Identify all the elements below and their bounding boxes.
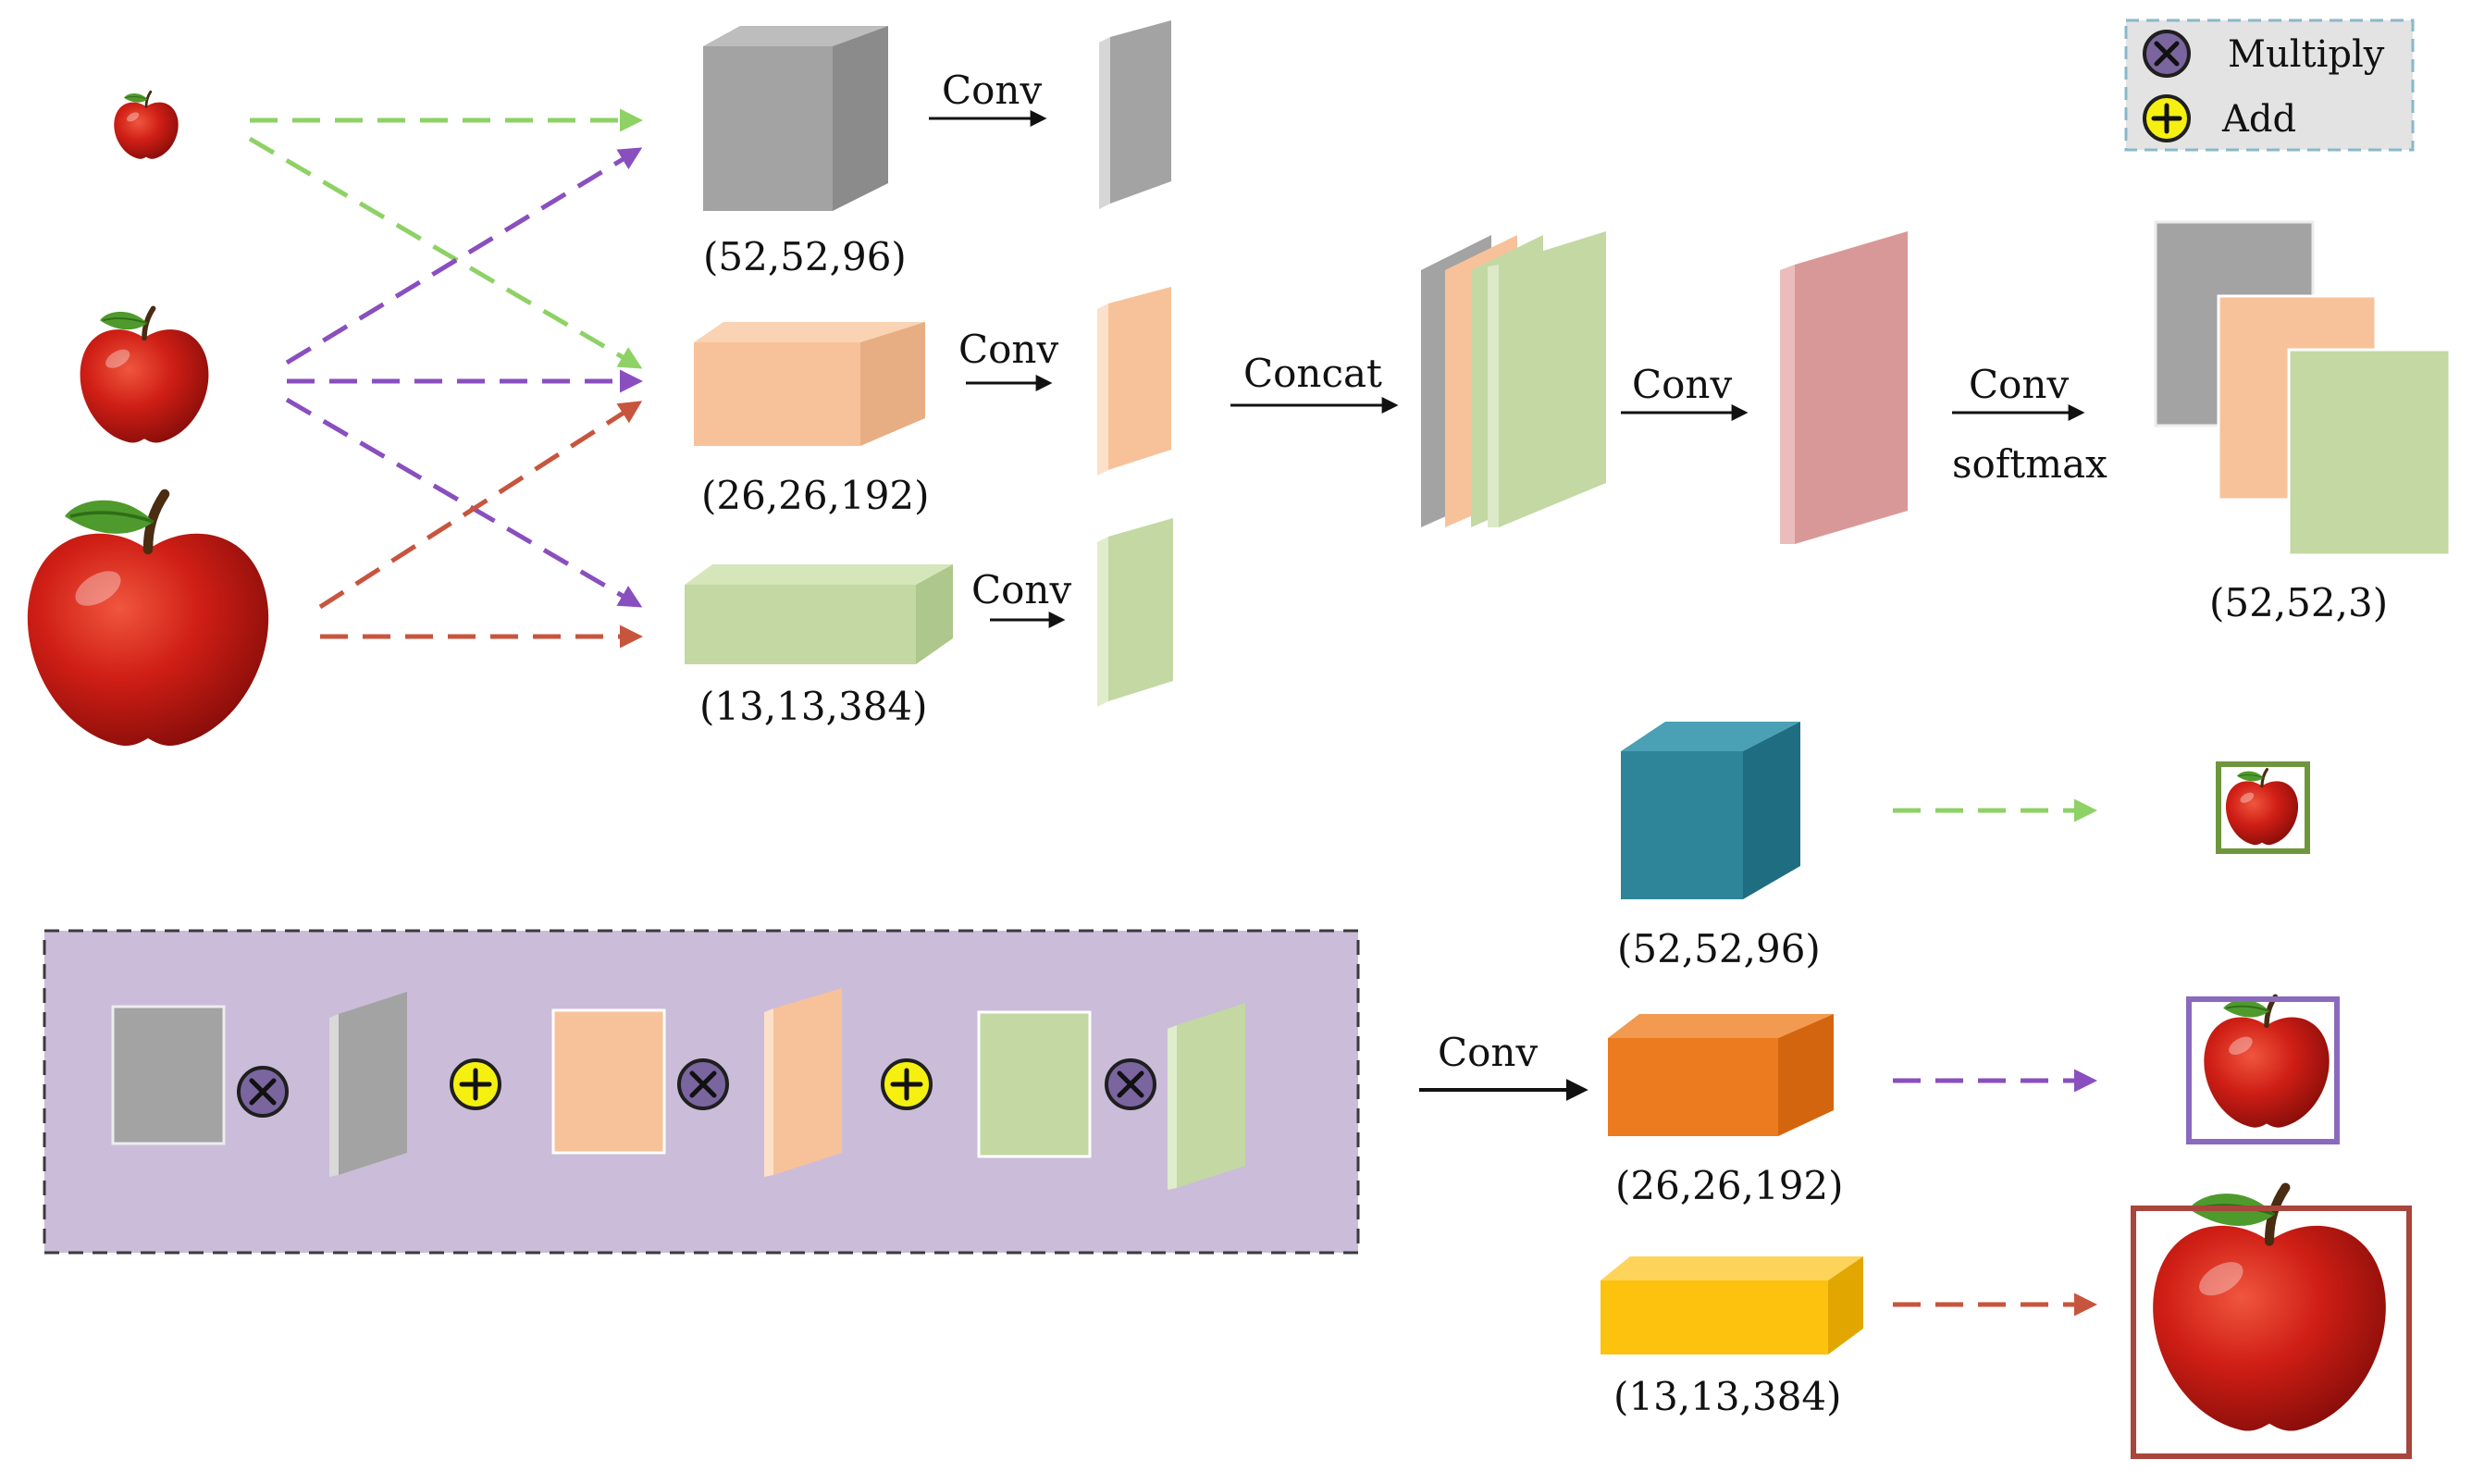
apple-icon-detected-small (2224, 767, 2300, 847)
output-shape-label-3: (13,13,384) (1613, 1374, 1842, 1419)
softmax-label: softmax (1952, 441, 2107, 487)
concat-stack (1421, 231, 1606, 527)
panel-gray-slab (329, 992, 407, 1177)
input-arrows (248, 108, 643, 649)
panel-peach-map (551, 1008, 666, 1155)
output-shape-label-1: (52,52,96) (1617, 926, 1821, 971)
input-shape-label-3: (13,13,384) (699, 684, 928, 729)
detection-large (2131, 1188, 2412, 1459)
concat-label: Concat (1243, 351, 1382, 396)
output-conv-label: Conv (1438, 1030, 1538, 1075)
feature-cube-52 (703, 26, 888, 211)
thin-slab-gray (1099, 20, 1171, 209)
multiply-icon (677, 1058, 729, 1110)
multiply-icon (2143, 30, 2191, 78)
panel-green-map (977, 1010, 1092, 1158)
conv-label-3: Conv (971, 567, 1071, 612)
multiply-icon (237, 1066, 289, 1118)
legend-add-label: Add (2221, 98, 2296, 141)
feature-cube-13 (685, 564, 953, 664)
bounding-box-large (2131, 1206, 2412, 1459)
apple-icon-large (28, 494, 268, 746)
legend-multiply-label: Multiply (2228, 33, 2385, 76)
conv-label-4: Conv (1632, 362, 1732, 407)
apple-icon-small (112, 90, 180, 161)
output-cube-yellow (1601, 1256, 1863, 1354)
panel-gray-map (111, 1005, 226, 1145)
apple-icon-medium (80, 308, 209, 442)
feature-cube-26 (694, 322, 925, 446)
input-shape-label-1: (52,52,96) (703, 234, 907, 279)
weights-shape-label: (52,52,3) (2209, 580, 2388, 625)
conv-label-1: Conv (942, 68, 1042, 113)
thin-slab-peach (1097, 287, 1171, 476)
fusion-panel (43, 929, 1360, 1255)
panel-green-slab (1168, 1003, 1245, 1190)
output-arrows (1893, 798, 2097, 1317)
bounding-box-small (2216, 761, 2310, 854)
multiply-icon (1105, 1058, 1156, 1110)
output-cube-teal (1621, 722, 1800, 899)
detection-small (2216, 761, 2310, 854)
weight-maps (2154, 220, 2452, 557)
output-shape-label-2: (26,26,192) (1615, 1163, 1844, 1208)
conv-label-5: Conv (1969, 362, 2069, 407)
apple-icon-detected-medium (2204, 996, 2329, 1127)
output-cube-orange (1608, 1014, 1834, 1136)
thin-slab-green (1097, 518, 1173, 707)
add-icon (2143, 94, 2191, 142)
detection-medium (2186, 996, 2340, 1144)
legend: Multiply Add (2124, 19, 2415, 152)
bounding-box-medium (2186, 996, 2340, 1144)
panel-peach-slab (764, 988, 842, 1177)
apple-icon-detected-large (2153, 1188, 2386, 1431)
input-shape-label-2: (26,26,192) (701, 473, 930, 518)
add-icon (450, 1058, 501, 1110)
conv-label-2: Conv (958, 327, 1058, 372)
add-icon (881, 1058, 933, 1110)
pink-slab (1780, 231, 1908, 544)
